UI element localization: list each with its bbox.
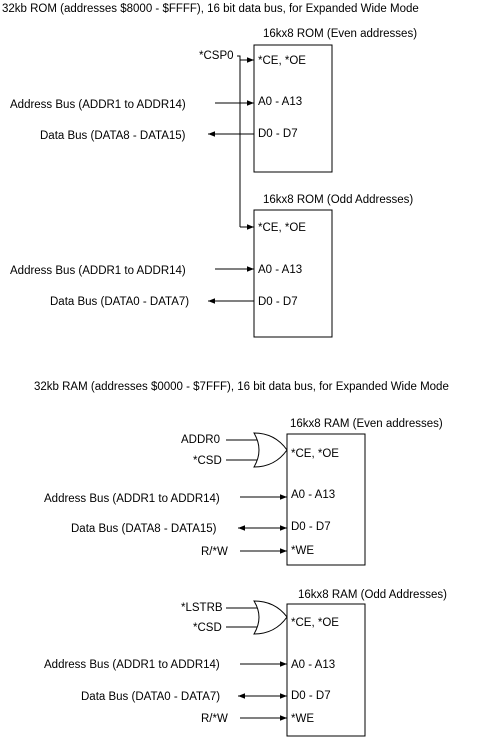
rom-even-chip-title: 16kx8 ROM (Even addresses) — [263, 28, 417, 40]
ram-even-data-label: Data Bus (DATA8 - DATA15) — [71, 523, 217, 535]
ram-odd-gate-in2-label: *CSD — [193, 622, 222, 634]
ram-odd-chip-box — [286, 603, 366, 737]
rom-odd-pin-ce: *CE, *OE — [258, 222, 306, 234]
rom-cs-wire — [237, 55, 241, 227]
rom-odd-chip-title: 16kx8 ROM (Odd Addresses) — [263, 194, 413, 206]
rom-odd-data-label: Data Bus (DATA0 - DATA7) — [50, 296, 189, 308]
ram-odd-pin-ce: *CE, *OE — [291, 617, 339, 629]
ram-odd-data-label: Data Bus (DATA0 - DATA7) — [81, 691, 220, 703]
rom-even-data-label: Data Bus (DATA8 - DATA15) — [40, 130, 186, 142]
ram-odd-rw-label: R/*W — [201, 713, 228, 725]
ram-even-or-gate — [253, 432, 288, 468]
rom-even-pin-ce: *CE, *OE — [258, 55, 306, 67]
ram-even-chip-title: 16kx8 RAM (Even addresses) — [290, 418, 443, 430]
rom-cs-label: *CSP0 — [199, 50, 234, 62]
rom-odd-addr-label: Address Bus (ADDR1 to ADDR14) — [10, 265, 186, 277]
ram-even-pin-data: D0 - D7 — [291, 521, 331, 533]
ram-even-addr-label: Address Bus (ADDR1 to ADDR14) — [44, 493, 220, 505]
rom-odd-chip-box — [253, 209, 333, 338]
rom-even-chip-box — [253, 44, 333, 173]
ram-even-pin-we: *WE — [291, 545, 314, 557]
ram-even-gate-in2-label: *CSD — [193, 455, 222, 467]
ram-odd-chip: 16kx8 RAM (Odd Addresses) *CE, *OE A0 - … — [286, 589, 447, 737]
ram-odd-pin-we: *WE — [291, 713, 314, 725]
rom-even-pin-data: D0 - D7 — [258, 128, 298, 140]
rom-odd-pin-addr: A0 - A13 — [258, 264, 302, 276]
rom-even-addr-label: Address Bus (ADDR1 to ADDR14) — [10, 99, 186, 111]
rom-odd-chip: 16kx8 ROM (Odd Addresses) *CE, *OE A0 - … — [253, 194, 413, 338]
ram-even-chip-box — [286, 433, 366, 566]
ram-odd-gate-in1-label: *LSTRB — [181, 602, 223, 614]
rom-section-title: 32kb ROM (addresses $8000 - $FFFF), 16 b… — [2, 3, 419, 15]
ram-odd-pin-addr: A0 - A13 — [291, 659, 335, 671]
ram-even-rw-label: R/*W — [201, 546, 228, 558]
ram-even-gate-in1-label: ADDR0 — [181, 434, 220, 446]
ram-odd-pin-data: D0 - D7 — [291, 690, 331, 702]
rom-even-chip: 16kx8 ROM (Even addresses) *CE, *OE A0 -… — [253, 28, 417, 173]
ram-odd-or-gate — [253, 600, 288, 635]
ram-section-title: 32kb RAM (addresses $0000 - $7FFF), 16 b… — [34, 381, 449, 393]
ram-even-chip: 16kx8 RAM (Even addresses) *CE, *OE A0 -… — [286, 418, 443, 566]
ram-even-pin-ce: *CE, *OE — [291, 448, 339, 460]
ram-odd-chip-title: 16kx8 RAM (Odd Addresses) — [298, 589, 447, 601]
rom-odd-pin-data: D0 - D7 — [258, 296, 298, 308]
rom-even-pin-addr: A0 - A13 — [258, 96, 302, 108]
ram-odd-addr-label: Address Bus (ADDR1 to ADDR14) — [44, 659, 220, 671]
ram-even-pin-addr: A0 - A13 — [291, 489, 335, 501]
